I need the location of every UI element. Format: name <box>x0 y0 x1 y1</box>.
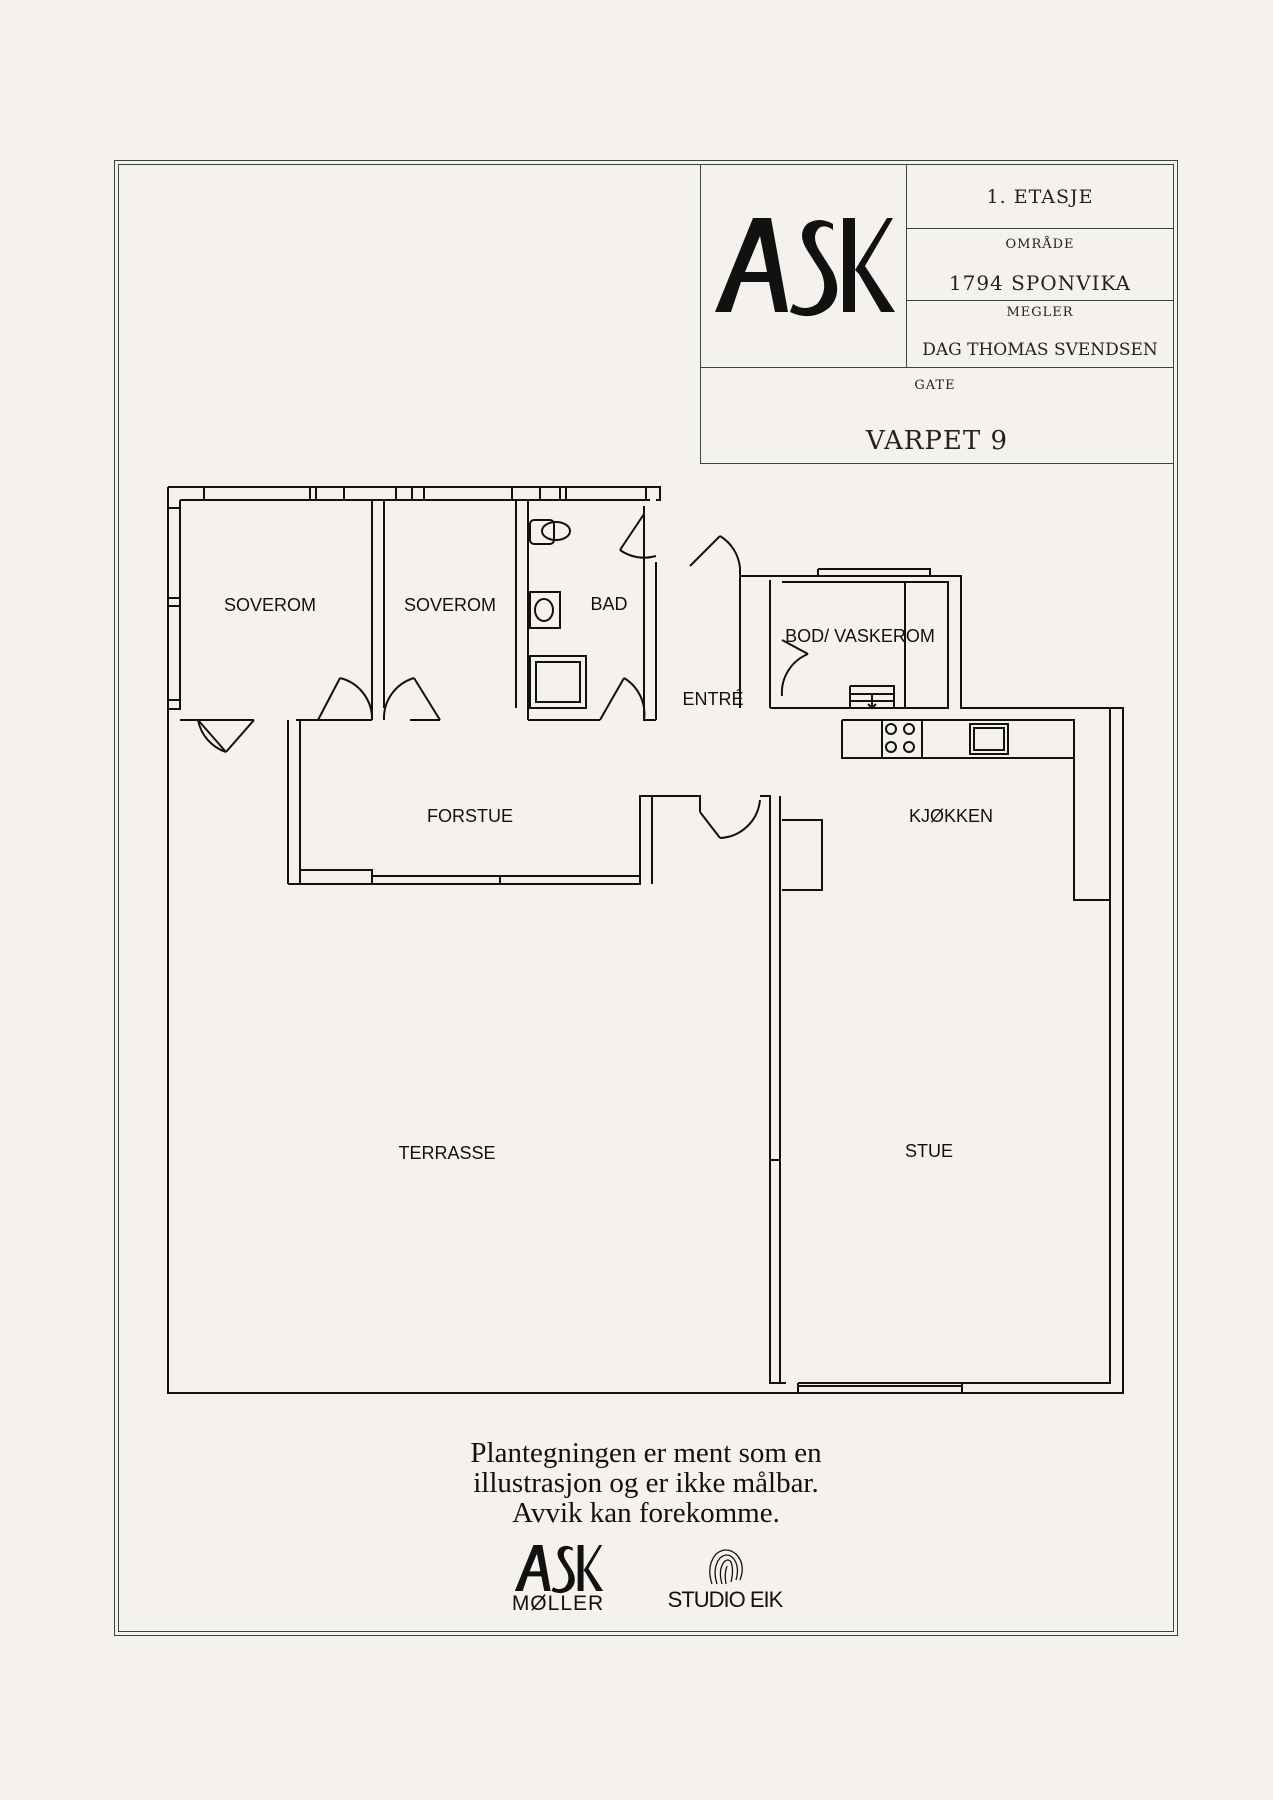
room-label-terrasse: TERRASSE <box>398 1143 496 1163</box>
room-label-soverom-2: SOVEROM <box>403 595 497 615</box>
title-block-row-line <box>700 367 1174 368</box>
outer-frame <box>114 160 1178 1636</box>
room-label-forstue: FORSTUE <box>426 806 514 826</box>
area-label: OMRÅDE <box>1005 237 1075 252</box>
disclaimer: Plantegningen er ment som en illustrasjo… <box>336 1438 956 1528</box>
broker-label: MEGLER <box>1006 305 1074 320</box>
broker-value: DAG THOMAS SVENDSEN <box>922 340 1158 360</box>
disclaimer-line-2: illustrasjon og er ikke målbar. <box>473 1467 819 1499</box>
ask-moller-sub: MØLLER <box>511 1592 605 1615</box>
room-label-entre: ENTRÉ <box>682 689 744 709</box>
floor-label: 1. ETASJE <box>986 186 1094 208</box>
area-value: 1794 SPONVIKA <box>948 271 1132 295</box>
disclaimer-line-1: Plantegningen er ment som en <box>470 1437 822 1469</box>
title-block-left-border <box>700 164 701 464</box>
title-block-divider <box>906 164 907 368</box>
inner-frame <box>118 164 1174 1632</box>
room-label-bad: BAD <box>590 594 628 614</box>
title-block-bottom-border <box>700 463 1174 464</box>
ask-moller-logo-icon <box>514 1544 604 1594</box>
disclaimer-line-3: Avvik kan forekomme. <box>512 1497 780 1529</box>
studio-eik-text: STUDIO EIK <box>667 1587 784 1612</box>
ask-logo-icon <box>715 218 895 317</box>
room-label-bod-vaskerom: BOD/ VASKEROM <box>785 626 935 646</box>
street-value: VARPET 9 <box>866 426 1008 456</box>
room-label-stue: STUE <box>904 1141 954 1161</box>
room-label-soverom-1: SOVEROM <box>223 595 317 615</box>
studio-eik-fingerprint-icon <box>709 1549 743 1585</box>
title-block-row-line <box>906 300 1174 301</box>
street-label: GATE <box>914 378 956 393</box>
room-label-kjokken: KJØKKEN <box>908 806 994 826</box>
title-block-row-line <box>906 228 1174 229</box>
